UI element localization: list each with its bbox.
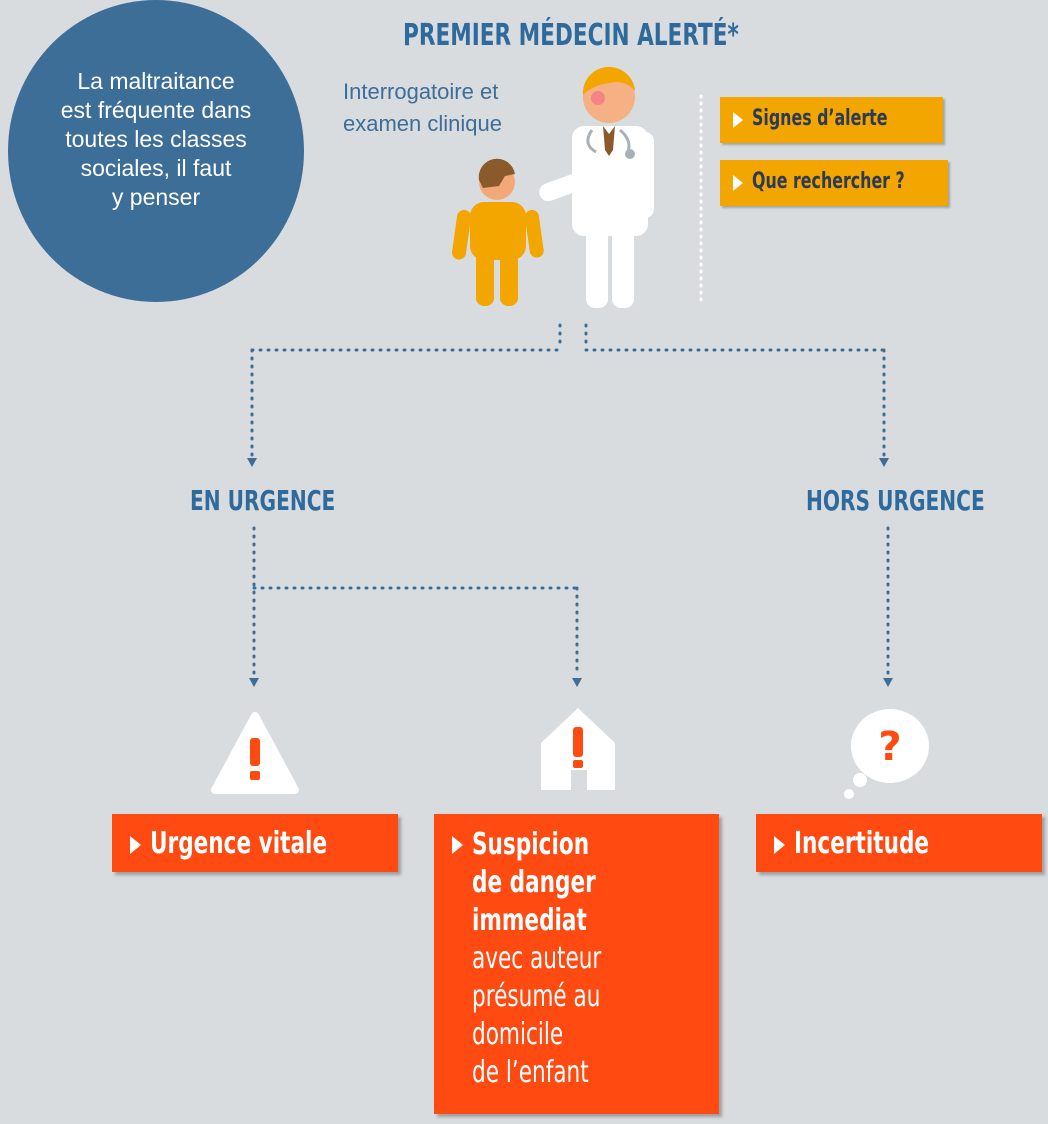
danger-suspicion-text: Suspicion de danger immediat avec auteur…	[472, 826, 601, 1092]
warning-signs-label: Signes d’alerte	[752, 106, 888, 131]
branch-non-urgent-label: HORS URGENCE	[806, 484, 985, 517]
subtitle-line: examen clinique	[343, 111, 502, 136]
suspicion-line: immediat	[472, 903, 587, 938]
what-to-look-for-button[interactable]: Que rechercher ?	[720, 160, 948, 206]
info-circle-text: La maltraitance est fréquente dans toute…	[21, 67, 291, 212]
info-line: y penser	[111, 183, 201, 210]
vital-emergency-label: Urgence vitale	[150, 826, 328, 861]
vital-emergency-button[interactable]: Urgence vitale	[112, 814, 398, 872]
uncertainty-label: Incertitude	[794, 826, 930, 861]
info-line: est fréquente dans	[60, 96, 252, 123]
caret-right-icon	[733, 112, 743, 128]
danger-suspicion-button[interactable]: Suspicion de danger immediat avec auteur…	[434, 814, 719, 1114]
info-line: La maltraitance	[77, 67, 235, 94]
uncertainty-button[interactable]: Incertitude	[756, 814, 1042, 872]
caret-right-icon	[774, 836, 785, 854]
thought-bubble-icon: ?	[844, 709, 929, 799]
suspicion-line: de l’enfant	[472, 1055, 589, 1090]
suspicion-line: Suspicion	[472, 827, 590, 862]
question-mark: ?	[878, 724, 901, 770]
page-title: PREMIER MÉDECIN ALERTÉ*	[403, 18, 739, 53]
what-to-look-for-label: Que rechercher ?	[752, 169, 905, 194]
house-icon	[541, 708, 615, 790]
warning-triangle-icon	[211, 712, 299, 794]
info-circle: La maltraitance est fréquente dans toute…	[8, 0, 304, 302]
caret-right-icon	[733, 175, 743, 191]
subtitle-line: Interrogatoire et	[343, 79, 499, 104]
branch-urgent-label: EN URGENCE	[190, 484, 336, 517]
child-figure-icon	[452, 158, 544, 306]
warning-signs-button[interactable]: Signes d’alerte	[720, 97, 943, 143]
caret-right-icon	[452, 836, 463, 854]
suspicion-line: avec auteur	[472, 941, 602, 976]
info-line: sociales, il faut	[80, 154, 232, 181]
suspicion-line: domicile	[472, 1017, 564, 1052]
suspicion-line: présumé au	[472, 979, 601, 1014]
info-line: toutes les classes	[65, 125, 247, 152]
caret-right-icon	[130, 836, 141, 854]
suspicion-line: de danger	[472, 865, 596, 900]
doctor-figure-icon	[539, 66, 654, 308]
exam-subtitle: Interrogatoire et examen clinique	[343, 76, 573, 140]
